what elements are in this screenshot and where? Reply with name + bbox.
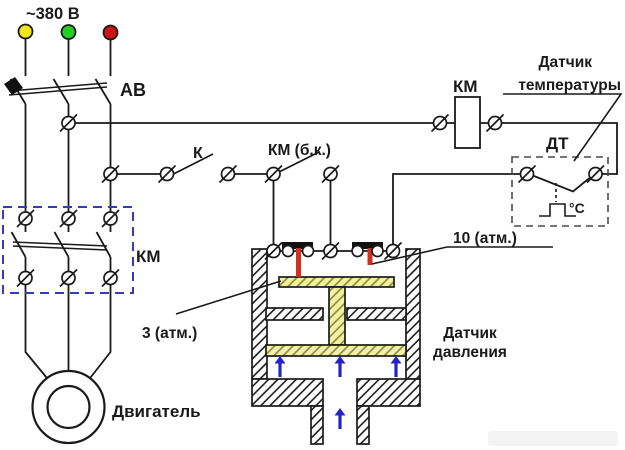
breaker-mechanism-icon [4, 77, 23, 95]
piston [265, 276, 407, 357]
inlet-pipe-left-wall [310, 405, 324, 445]
circuit-breaker-symbol [4, 77, 108, 96]
terminal-icon [101, 164, 120, 184]
pressure-low-label: 3 (атм.) [142, 325, 197, 342]
breaker-label: АВ [120, 80, 146, 100]
contact-rod-10atm [367, 248, 373, 265]
vessel-ledge-right [346, 307, 407, 321]
vessel-ledge-left [265, 307, 324, 321]
arrow-up-icon [334, 356, 346, 364]
phase-lamp-green-icon [60, 24, 77, 40]
k-contact-label: К [193, 145, 203, 162]
contact-bridge-bar [282, 242, 313, 249]
vessel-right-wall [405, 248, 421, 380]
terminal-icon [321, 164, 340, 184]
pressure-sensor-label-line1: Датчик [443, 325, 497, 342]
terminal-icon [321, 241, 340, 261]
km-coil-label: КМ [453, 77, 478, 96]
pressure-sensor-label-line2: давления [433, 344, 507, 361]
terminals [16, 113, 605, 288]
phase-lamp-yellow-icon [17, 23, 34, 40]
km-contactor-label: КМ [136, 247, 161, 266]
terminal-icon [101, 209, 120, 228]
inlet-pipe-right-wall [356, 405, 370, 445]
terminal-icon [16, 209, 35, 228]
arrow-up-icon [390, 356, 402, 364]
vessel-left-wall [251, 248, 268, 380]
contact-point-icon [281, 244, 295, 258]
terminal-icon [264, 164, 283, 184]
km-coil-symbol [454, 96, 481, 149]
contact-rod-3atm [296, 248, 301, 277]
terminal-icon [16, 268, 35, 288]
terminal-icon [59, 209, 78, 228]
control-line-contacts [117, 151, 521, 245]
terminal-icon [264, 241, 283, 261]
terminal-icon [157, 164, 177, 184]
pressure-high-label: 10 (атм.) [453, 230, 517, 247]
temp-sensor-label-line1: Датчик [538, 54, 592, 71]
phase-indicators [17, 23, 119, 41]
control-line-coil [75, 96, 618, 175]
contact-point-icon [371, 244, 384, 258]
terminal-icon [59, 113, 78, 133]
pressure-sensor-vessel [251, 242, 421, 445]
temp-sensor-label-line2: температуры [518, 77, 621, 94]
phase-lamp-red-icon [102, 24, 119, 41]
celsius-label: °C [569, 200, 585, 216]
km-contactor-block [2, 206, 134, 294]
terminal-icon [101, 268, 120, 288]
arrow-up-icon [334, 408, 346, 416]
leader-lines [175, 93, 623, 315]
terminal-icon [485, 113, 505, 133]
terminal-icon [218, 164, 238, 184]
scan-artifact [488, 431, 618, 446]
terminal-icon [59, 268, 78, 288]
contact-bridge-bar [352, 242, 383, 249]
terminal-icon [517, 164, 537, 184]
terminal-icon [586, 164, 605, 184]
vessel-bottom-right [356, 378, 421, 407]
vessel-bottom-left [251, 378, 324, 407]
dt-label: ДТ [546, 134, 569, 153]
km-aux-contact-label: КМ (б.к.) [268, 142, 331, 159]
motor-label: Двигатель [112, 402, 201, 421]
terminal-icon [430, 113, 450, 133]
contact-point-icon [351, 244, 364, 258]
arrow-up-icon [274, 356, 286, 364]
motor-symbol [31, 369, 106, 445]
supply-voltage-label: ~380 В [26, 5, 80, 23]
contact-point-icon [301, 244, 315, 258]
temperature-sensor-block: °C [511, 156, 609, 227]
pressure-arrows [274, 356, 402, 429]
terminal-icon [383, 241, 403, 261]
